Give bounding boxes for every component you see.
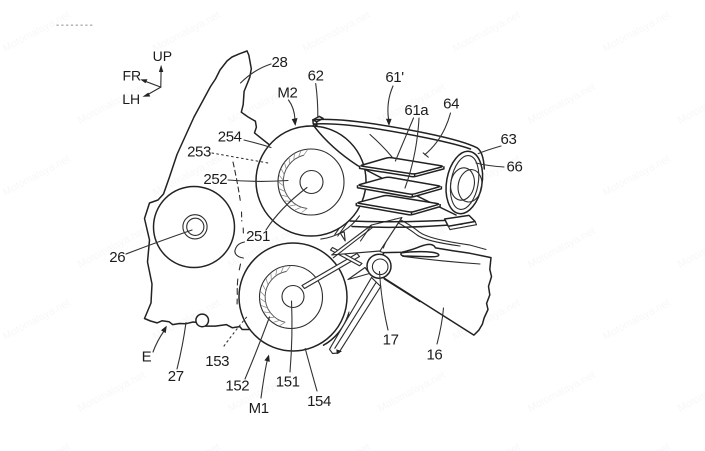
svg-text:253: 253 <box>187 143 211 160</box>
svg-text:254: 254 <box>218 128 242 145</box>
svg-text:61a: 61a <box>404 102 429 119</box>
svg-text:UP: UP <box>153 48 172 64</box>
svg-text:152: 152 <box>225 378 249 395</box>
svg-text:61': 61' <box>385 69 404 86</box>
svg-text:LH: LH <box>122 91 140 107</box>
svg-text:M1: M1 <box>249 400 269 417</box>
svg-text:153: 153 <box>205 353 229 370</box>
svg-text:17: 17 <box>383 332 399 349</box>
svg-text:27: 27 <box>168 368 184 385</box>
svg-text:151: 151 <box>276 374 300 391</box>
svg-text:154: 154 <box>307 393 331 410</box>
svg-text:28: 28 <box>272 54 288 71</box>
svg-text:26: 26 <box>109 249 125 266</box>
svg-text:FR: FR <box>122 68 141 84</box>
svg-text:64: 64 <box>443 96 459 113</box>
svg-text:E: E <box>142 348 152 365</box>
svg-text:62: 62 <box>308 67 324 84</box>
svg-text:252: 252 <box>203 171 227 188</box>
svg-text:251: 251 <box>246 228 270 245</box>
svg-text:M2: M2 <box>277 84 297 101</box>
svg-text:63: 63 <box>501 131 517 148</box>
svg-text:16: 16 <box>426 346 442 363</box>
svg-text:66: 66 <box>507 159 523 176</box>
